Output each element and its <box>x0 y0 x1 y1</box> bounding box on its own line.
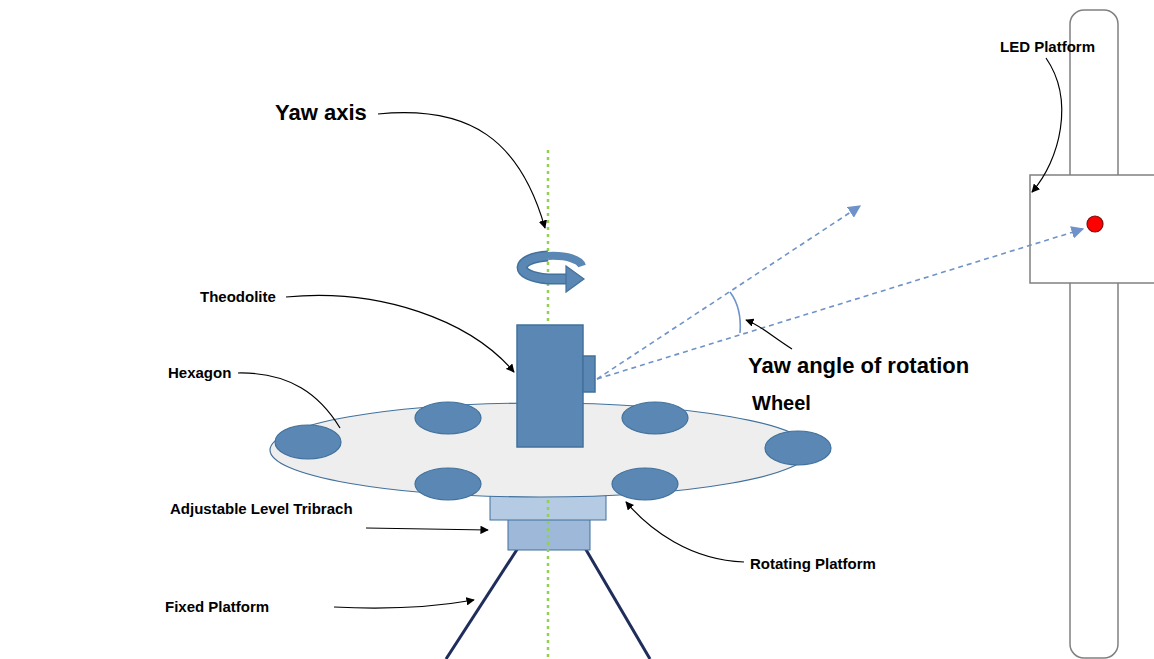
tripod-leg <box>585 548 650 659</box>
tripod-leg <box>446 548 518 659</box>
part-label: Rotating Platform <box>750 555 876 572</box>
leader-lines <box>238 58 1062 608</box>
part-label: Wheel <box>752 392 811 415</box>
platform-label: LED Platform <box>1000 38 1095 55</box>
rotation-arrow-band <box>548 256 582 266</box>
angle-arc <box>730 292 740 333</box>
instrument-label: Theodolite <box>200 288 276 305</box>
led-dot <box>1087 216 1103 232</box>
part-label: Hexagon <box>168 364 231 381</box>
theodolite-lens <box>583 356 595 392</box>
led-stand <box>1070 10 1118 658</box>
sight-line <box>597 229 1083 379</box>
rotation-arrow-head <box>566 266 584 292</box>
angle-label: Yaw angle of rotation <box>748 353 969 378</box>
theodolite-body <box>517 325 583 447</box>
part-label: Fixed Platform <box>165 598 269 615</box>
led-platform-box <box>1030 175 1154 283</box>
axis-label: Yaw axis <box>275 100 367 125</box>
part-label: Adjustable Level Tribrach <box>170 500 353 517</box>
